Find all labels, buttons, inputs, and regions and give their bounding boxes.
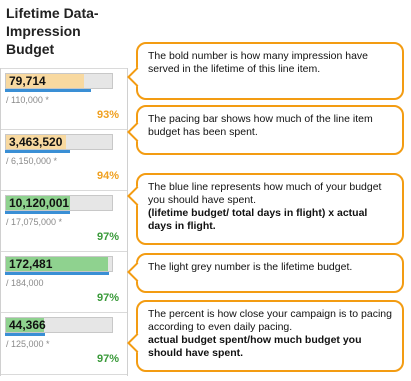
line-item-row: 79,714 / 110,000 * 93% [1, 68, 127, 130]
pacing-bar-fill [6, 135, 66, 149]
lifetime-budget: / 110,000 * [6, 95, 49, 105]
expected-spend-line [5, 89, 91, 92]
callout-text: The pacing bar shows how much of the lin… [148, 113, 373, 138]
lifetime-budget: / 184,000 [6, 278, 44, 288]
pacing-bar-fill [6, 318, 44, 332]
header-line-1: Lifetime Data- [6, 5, 99, 21]
pacing-percent: 93% [96, 109, 119, 121]
budget-column: 79,714 / 110,000 * 93% 3,463,520 / 6,150… [0, 68, 128, 376]
pacing-percent: 97% [96, 292, 119, 304]
pacing-percent: 94% [96, 170, 119, 182]
callout-text: The blue line represents how much of you… [148, 181, 382, 206]
pacing-bar: 172,481 [5, 256, 113, 272]
expected-spend-line [5, 272, 109, 275]
header-line-2: Impression [6, 23, 81, 39]
callout-text: The bold number is how many impression h… [148, 50, 369, 75]
lifetime-budget: / 125,000 * [6, 339, 50, 349]
pacing-percent: 97% [96, 231, 119, 243]
impressions-value: 3,463,520 [9, 135, 63, 149]
callout-percent: The percent is how close your campaign i… [127, 300, 404, 372]
pacing-bar: 10,120,001 [5, 195, 113, 211]
callout-blue-line: The blue line represents how much of you… [127, 173, 404, 245]
callout-formula: (lifetime budget/ total days in flight) … [148, 207, 368, 232]
callout-text: The percent is how close your campaign i… [148, 308, 392, 333]
expected-spend-line [5, 333, 45, 336]
expected-spend-line [5, 150, 70, 153]
callout-formula: actual budget spent/how much budget you … [148, 334, 362, 359]
callout-text: The light grey number is the lifetime bu… [148, 261, 353, 273]
lifetime-budget: / 17,075,000 * [6, 217, 63, 227]
column-header: Lifetime Data- Impression Budget [6, 4, 126, 58]
pacing-bar: 79,714 [5, 73, 113, 89]
line-item-row: 44,366 / 125,000 * 97% [1, 312, 127, 375]
pacing-bar: 44,366 [5, 317, 113, 333]
impressions-value: 79,714 [9, 74, 46, 88]
expected-spend-line [5, 211, 70, 214]
callout-impressions: The bold number is how many impression h… [127, 42, 404, 100]
callout-pacing-bar: The pacing bar shows how much of the lin… [127, 105, 404, 155]
pacing-bar-fill [6, 196, 70, 210]
pacing-bar-fill [6, 257, 108, 271]
callout-lifetime-budget: The light grey number is the lifetime bu… [127, 253, 404, 293]
pacing-percent: 97% [96, 353, 119, 365]
impressions-value: 44,366 [9, 318, 46, 332]
lifetime-budget: / 6,150,000 * [6, 156, 58, 166]
line-item-row: 172,481 / 184,000 97% [1, 251, 127, 313]
pacing-bar: 3,463,520 [5, 134, 113, 150]
line-item-row: 3,463,520 / 6,150,000 * 94% [1, 129, 127, 191]
line-item-row: 10,120,001 / 17,075,000 * 97% [1, 190, 127, 252]
impressions-value: 10,120,001 [9, 196, 70, 210]
header-line-3: Budget [6, 41, 55, 57]
impressions-value: 172,481 [9, 257, 53, 271]
pacing-bar-fill [6, 74, 84, 88]
